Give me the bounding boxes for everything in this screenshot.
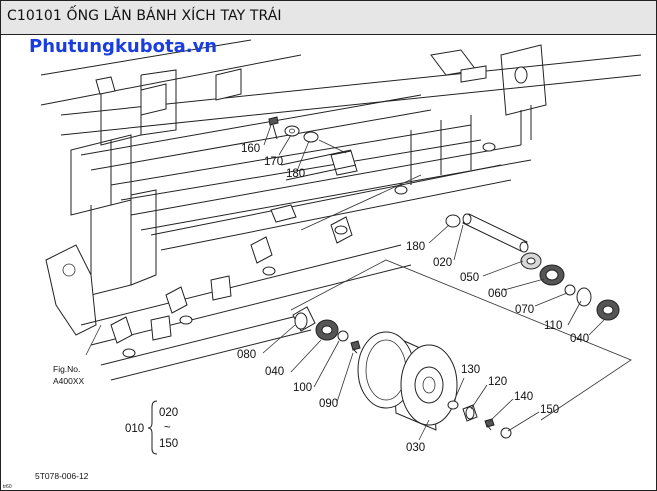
callout-180-upper: 180 (286, 168, 305, 180)
callout-140: 140 (514, 391, 533, 403)
assembly-range-end: 150 (159, 438, 178, 450)
callout-labels: 160 170 180 180 020 050 060 070 110 040 … (237, 143, 589, 454)
callout-110: 110 (544, 320, 562, 332)
watermark: Phutungkubota.vn (29, 36, 218, 57)
leader-lines (85, 124, 605, 441)
callout-170: 170 (264, 156, 283, 168)
drawing-code: 5T078-006-12 (35, 471, 89, 481)
chassis-frame (40, 39, 642, 381)
callout-040-left: 040 (265, 366, 284, 378)
callout-050: 050 (460, 272, 479, 284)
track-roller-030 (357, 331, 458, 431)
fig-ref-line2: A400XX (53, 376, 85, 386)
callout-120: 120 (488, 376, 507, 388)
callout-020: 020 (433, 257, 452, 269)
bottom-brackets (110, 216, 353, 358)
fig-reference: Fig.No. A400XX (53, 364, 85, 386)
callout-180-lower: 180 (406, 241, 425, 253)
callout-030: 030 (406, 442, 425, 454)
callout-040-right: 040 (570, 333, 589, 345)
assembly-tilde: ~ (164, 422, 171, 434)
page-title: C10101 ỐNG LĂN BÁNH XÍCH TAY TRÁI (7, 8, 282, 24)
shaft-assembly (445, 213, 620, 321)
callout-060: 060 (488, 288, 507, 300)
callout-160: 160 (241, 143, 260, 155)
assembly-note: 010 020 ~ 150 (125, 400, 178, 455)
callout-080: 080 (237, 349, 256, 361)
assembly-range-start: 020 (159, 407, 178, 419)
callout-090: 090 (319, 398, 338, 410)
callout-130: 130 (461, 364, 480, 376)
title-bar: C10101 ỐNG LĂN BÁNH XÍCH TAY TRÁI (1, 1, 656, 35)
fig-ref-line1: Fig.No. (53, 364, 80, 374)
callout-070: 070 (515, 304, 534, 316)
upper-fastener-group (268, 116, 347, 154)
corner-note: tr60 (3, 484, 12, 490)
callout-150: 150 (540, 404, 559, 416)
assembly-number: 010 (125, 423, 144, 435)
parts-diagram: 160 170 180 180 020 050 060 070 110 040 … (3, 39, 642, 490)
right-cap-group (447, 400, 512, 439)
left-bearing-stack (292, 306, 361, 354)
callout-100: 100 (293, 382, 312, 394)
